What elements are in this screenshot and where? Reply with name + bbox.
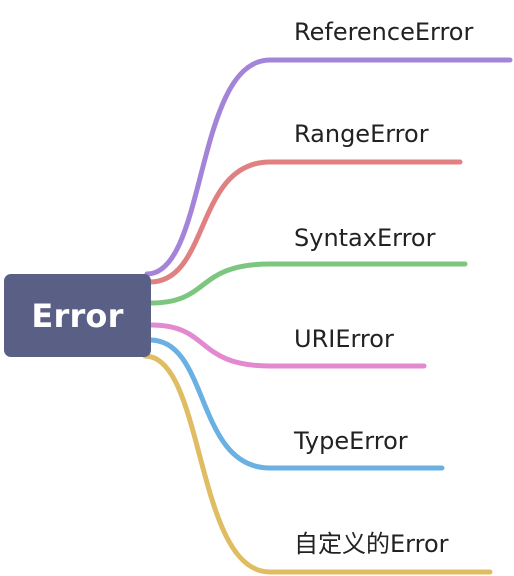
branch-connector-reference-error — [144, 57, 513, 277]
branch-connector-syntax-error — [148, 261, 468, 306]
branch-connector-range-error — [147, 159, 463, 285]
branch-label-range-error[interactable]: RangeError — [294, 120, 429, 148]
branch-connector-uri-error — [148, 322, 427, 369]
root-node[interactable]: Error — [4, 274, 151, 357]
branch-label-type-error[interactable]: TypeError — [294, 427, 408, 455]
branch-label-uri-error[interactable]: URIError — [294, 325, 394, 353]
branch-connector-custom-error — [142, 353, 493, 575]
branch-label-syntax-error[interactable]: SyntaxError — [294, 224, 436, 252]
branch-label-custom-error[interactable]: 自定义的Error — [294, 530, 449, 558]
root-node-label: Error — [31, 296, 124, 335]
branch-label-reference-error[interactable]: ReferenceError — [294, 18, 474, 46]
branch-connector-type-error — [147, 337, 445, 471]
